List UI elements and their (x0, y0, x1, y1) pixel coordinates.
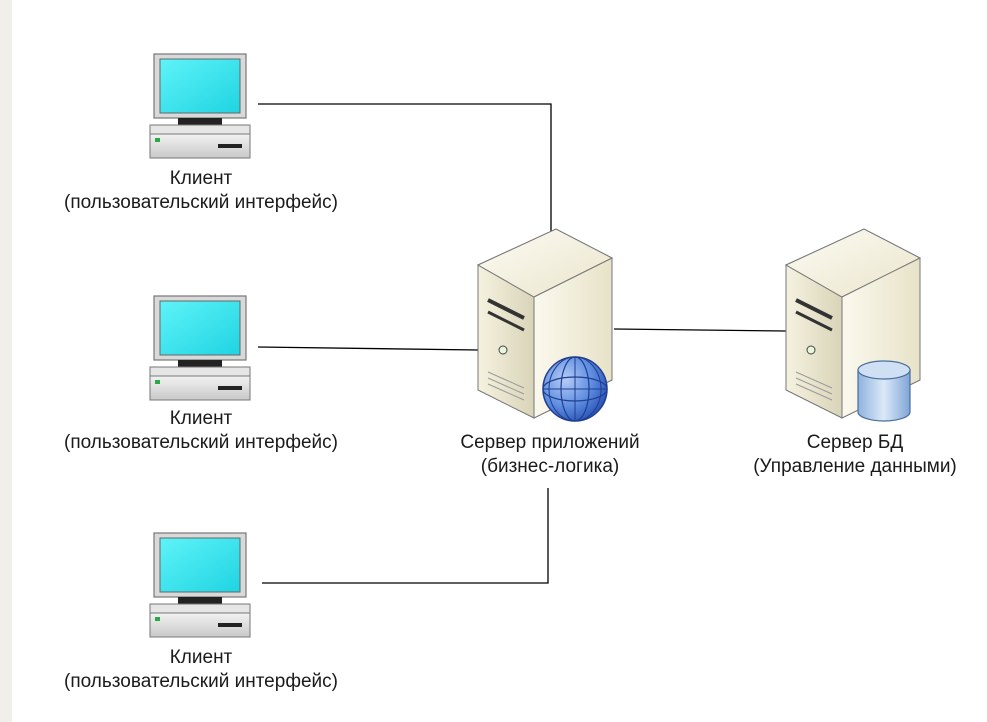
app-server-role: (бизнес-логика) (480, 456, 620, 477)
connector-client3-appserver (262, 488, 549, 584)
client-computer-icon-2 (149, 295, 251, 401)
db-server-name: Сервер БД (806, 432, 904, 453)
client-role: (пользовательский интерфейс) (64, 432, 338, 453)
client-computer-icon-3 (149, 532, 251, 638)
connector-appserver-dbserver (613, 328, 787, 332)
client-role: (пользовательский интерфейс) (64, 192, 338, 213)
connector-client2-appserver (257, 346, 479, 351)
db-server-role: (Управление данными) (753, 456, 957, 477)
client-label-2: Клиент (пользовательский интерфейс) (26, 407, 376, 455)
connector-lines (257, 103, 787, 584)
client-label-1: Клиент (пользовательский интерфейс) (26, 167, 376, 215)
app-server-name: Сервер приложений (460, 432, 640, 453)
client-label-3: Клиент (пользовательский интерфейс) (26, 646, 376, 694)
app-server-label: Сервер приложений (бизнес-логика) (420, 431, 680, 479)
client-name: Клиент (169, 168, 233, 189)
client-computer-icon-1 (149, 53, 251, 159)
client-name: Клиент (169, 647, 233, 668)
connector-client1-appserver (258, 103, 552, 231)
client-role: (пользовательский интерфейс) (64, 671, 338, 692)
globe-icon (542, 356, 608, 422)
db-server-label: Сервер БД (Управление данными) (726, 431, 984, 479)
database-icon (857, 360, 911, 422)
client-name: Клиент (169, 408, 233, 429)
